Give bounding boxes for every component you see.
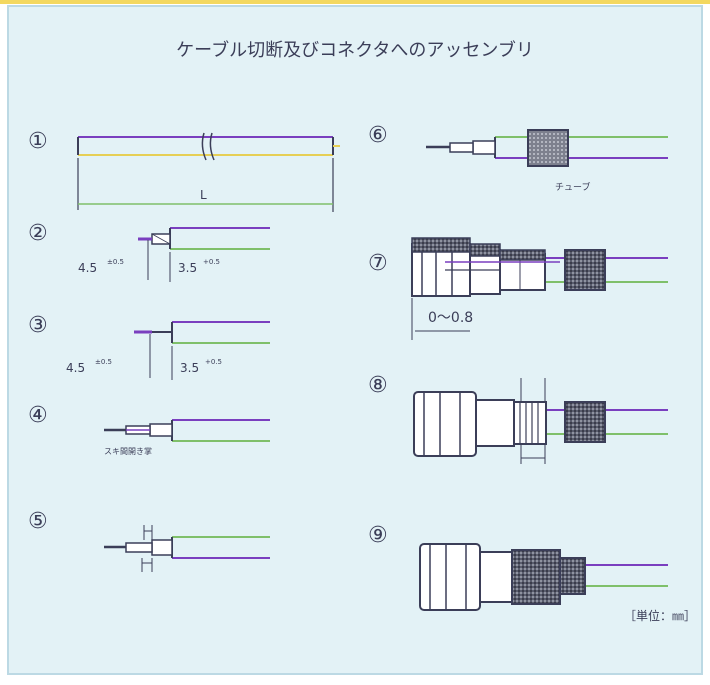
step-9-crimp <box>511 549 561 605</box>
step-2-dim-left-sup: ±0.5 <box>107 258 124 266</box>
step-3-dim-left: 4.5 <box>66 361 85 375</box>
step-6-label: チューブ <box>555 181 590 193</box>
step-2-dim-left: 4.5 <box>78 261 97 275</box>
step-3-dim-right: 3.5 <box>180 361 199 375</box>
step-4-note: スキ間開き掌 <box>104 446 152 456</box>
step-8-number: ⑧ <box>368 373 388 398</box>
top-band <box>0 0 710 4</box>
step-1-number: ① <box>28 129 48 154</box>
step-3-dim-right-sup: +0.5 <box>205 358 222 366</box>
step-2-number: ② <box>28 221 48 246</box>
step-2-dim-right-sup: +0.5 <box>203 258 220 266</box>
step-3-dim-left-sup: ±0.5 <box>95 358 112 366</box>
step-8: ⑧ <box>368 373 668 464</box>
step-4: ④ スキ間開き掌 <box>28 403 270 456</box>
step-5-number: ⑤ <box>28 509 48 534</box>
step-2: ② 4.5 ±0.5 3.5 +0.5 <box>28 221 270 282</box>
step-1: ① L <box>28 129 340 212</box>
step-3-number: ③ <box>28 313 48 338</box>
step-2-dim-right: 3.5 <box>178 261 197 275</box>
step-6: ⑥ チューブ <box>368 123 668 193</box>
step-7: ⑦ 0～0.8 <box>368 237 668 340</box>
step-7-dim: 0～0.8 <box>428 310 473 326</box>
step-3: ③ 4.5 ±0.5 3.5 +0.5 <box>28 313 270 380</box>
step-5: ⑤ <box>28 509 270 572</box>
step-9: ⑨ ［単位：㎜］ <box>368 523 696 623</box>
units-label: ［単位：㎜］ <box>624 608 696 623</box>
diagram-panel <box>7 5 703 675</box>
step-4-number: ④ <box>28 403 48 428</box>
diagram-title: ケーブル切断及びコネクタへのアッセンブリ <box>176 39 534 61</box>
step-1-dim-label: L <box>200 188 207 202</box>
step-9-number: ⑨ <box>368 523 388 548</box>
step-6-tube <box>527 129 569 167</box>
step-7-number: ⑦ <box>368 251 388 276</box>
step-6-number: ⑥ <box>368 123 388 148</box>
